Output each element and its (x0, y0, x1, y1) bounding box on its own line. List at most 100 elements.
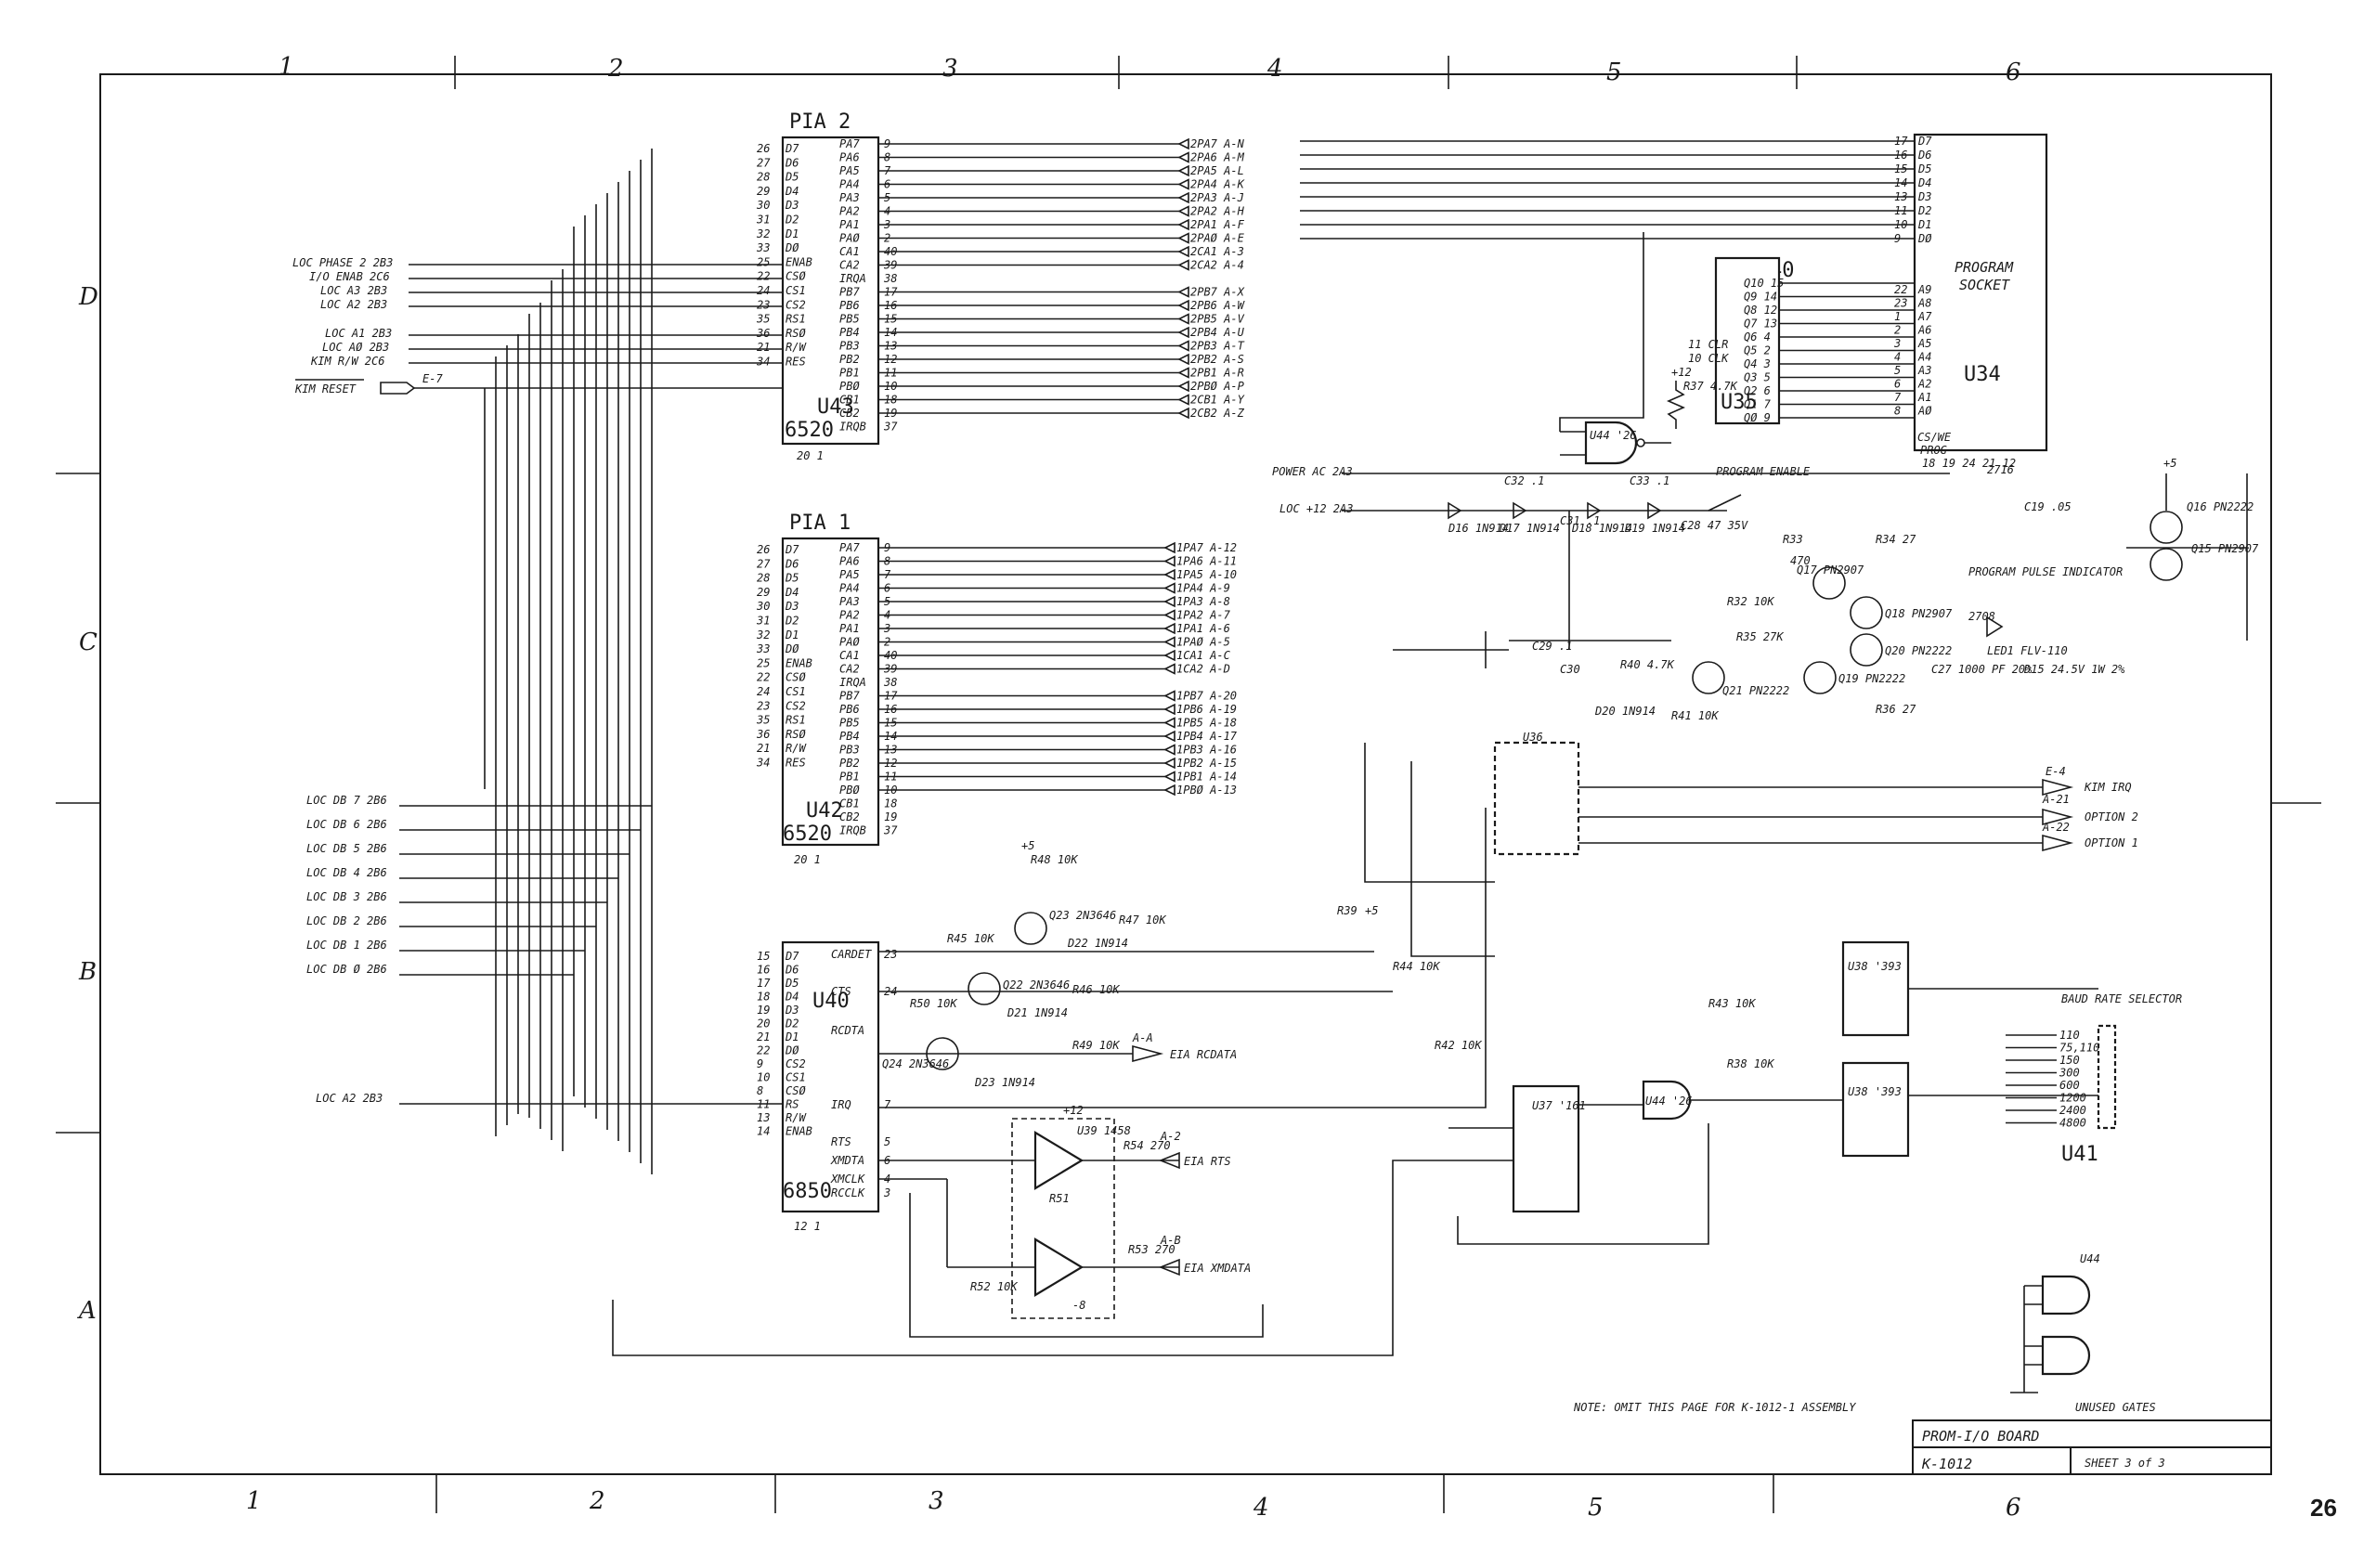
connector-arrow-icon (1177, 299, 1189, 312)
prom-pin-number: 7 (1894, 391, 1902, 404)
counter-output: QØ 9 (1744, 411, 1771, 424)
r38-label: R38 10K (1727, 1057, 1774, 1070)
prom-pin-name: A9 (1917, 283, 1931, 296)
pin-name: PA3 (839, 595, 860, 608)
pin-name: IRQA (839, 272, 866, 285)
pin-number: 22 (757, 1044, 770, 1057)
pin-name: DØ (785, 1044, 799, 1057)
pin-number: 7 (884, 1098, 891, 1111)
acia-ref: U40 (812, 990, 850, 1013)
baud-rate-option: 75,110 (2059, 1042, 2099, 1055)
pin-name: RSØ (786, 327, 806, 340)
signal-label: 1PAØ A-5 (1176, 636, 1230, 649)
prom-pin-number: 2 (1894, 324, 1901, 337)
q21-icon (1692, 661, 1725, 694)
baud-rate-option: 2400 (2059, 1104, 2086, 1117)
connector-arrow-icon (1163, 568, 1176, 581)
u38b-label: U38 '393 (1848, 1085, 1902, 1098)
connector-arrow-icon (1163, 703, 1176, 716)
grid-col-3: 3 (942, 55, 958, 83)
pin-number: 18 (884, 797, 897, 810)
connector-arrow-icon (1177, 218, 1189, 231)
eia-xmdata-connector-icon (1158, 1258, 1180, 1276)
connector-arrow-icon (1177, 326, 1189, 339)
pin-number: 30 (756, 199, 770, 212)
prom-bottom-pins: 18 19 24 21 12 (1922, 457, 2016, 470)
title-sheet: SHEET 3 of 3 (2085, 1457, 2165, 1470)
q15-icon (2150, 548, 2183, 581)
pin-number: 5 (884, 1135, 890, 1148)
connector-arrow-icon (1177, 205, 1189, 217)
d16-icon (1448, 501, 1462, 520)
counter-output: Q4 3 (1744, 357, 1771, 370)
prom-pin-name: D7 (1917, 135, 1932, 148)
grid-col-3-bottom: 3 (929, 1487, 944, 1515)
pin-name: PA1 (839, 218, 860, 231)
signal-label: 2CB1 A-Y (1190, 394, 1245, 407)
q23-icon (1014, 912, 1047, 945)
connector-arrow-icon (1163, 595, 1176, 608)
prom-pin-number: 1 (1894, 310, 1901, 323)
signal-label: 1PB7 A-20 (1176, 690, 1237, 703)
acia-gnd-pins: 12 1 (794, 1220, 821, 1233)
baud-dip-switch[interactable] (2097, 1024, 2117, 1130)
pin-name: PB1 (839, 367, 860, 380)
d22-label: D22 1N914 (1067, 937, 1128, 950)
prom-pin-name: A2 (1917, 378, 1931, 391)
grid-col-4: 4 (1266, 55, 1283, 83)
connector-arrow-icon (1163, 784, 1176, 797)
prog-enable-switch[interactable] (1708, 494, 1742, 512)
prom-pin-name: A7 (1917, 310, 1932, 323)
prom-pin-name: D6 (1917, 149, 1931, 162)
pia1-title: PIA 1 (789, 512, 851, 535)
pin-name: PA6 (839, 151, 860, 164)
option1-connector-icon (2042, 834, 2074, 852)
option1-label: OPTION 1 (2085, 836, 2138, 849)
pin-number: 33 (756, 642, 770, 655)
sig-loc-a3: LOC A3 2B3 (320, 284, 387, 297)
signal-label: 2PB7 A-X (1190, 286, 1245, 299)
pia2-type: 6520 (785, 419, 834, 442)
u39-opamps: U39 1458 +12 -8 R54 270 R53 270 R51 R52 … (878, 1104, 1251, 1319)
pin-name: D2 (785, 615, 799, 628)
grid-bottom: 1 2 3 4 5 6 (246, 1474, 2021, 1522)
pin-name: PB3 (839, 340, 860, 353)
pin-name: D2 (785, 214, 799, 227)
connector-arrow-icon (1163, 663, 1176, 675)
q17-icon (1812, 566, 1846, 600)
option2-label: OPTION 2 (2085, 810, 2138, 823)
prom-pin-number: 22 (1894, 283, 1907, 296)
connector-arrow-icon (1177, 164, 1189, 177)
pin-name: PA6 (839, 555, 860, 568)
pin-name: CARDET (831, 948, 872, 961)
u36-label: U36 (1523, 731, 1543, 744)
pin-name: IRQA (839, 676, 866, 689)
pin-name: PB4 (839, 326, 860, 339)
pin-number: 21 (757, 341, 770, 354)
signal-label: 1PA4 A-9 (1176, 582, 1230, 595)
pin-name: RES (786, 757, 806, 770)
grid-col-5: 5 (1606, 58, 1622, 86)
pin-name: PBØ (839, 380, 860, 393)
prom-pin-name: D5 (1917, 162, 1931, 175)
grid-col-2-bottom: 2 (589, 1487, 605, 1515)
pin-name: CA1 (839, 649, 860, 662)
signal-label: 2PA6 A-M (1190, 151, 1245, 164)
prom-pin-name: A6 (1917, 324, 1931, 337)
pin-number: 20 (757, 1017, 770, 1030)
r46-label: R46 10K (1072, 983, 1120, 996)
q22-icon (968, 972, 1001, 1005)
u39-label: U39 1458 (1077, 1124, 1131, 1137)
pin-name: D3 (785, 600, 799, 613)
pin-name: D1 (785, 227, 799, 240)
pin-name: PB6 (839, 703, 860, 716)
pin-name: D7 (785, 142, 799, 155)
r36-label: R36 27 (1876, 703, 1916, 716)
u38a-body (1841, 940, 1910, 1037)
pin-number: 27 (757, 156, 771, 169)
